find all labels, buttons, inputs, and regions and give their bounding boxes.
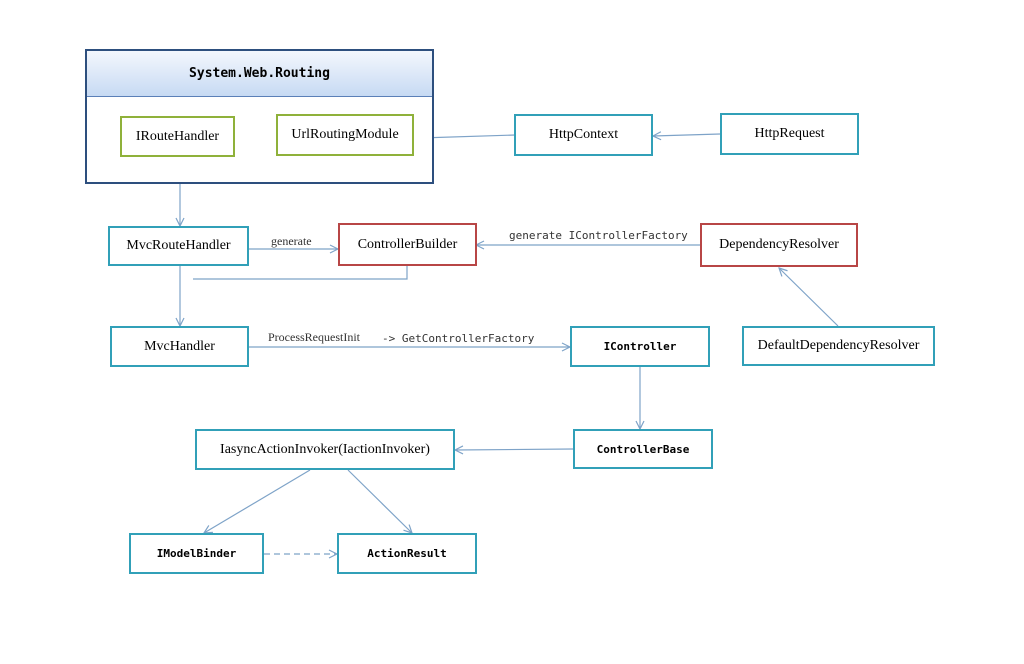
edge-invoker-to-actionresult <box>347 469 412 533</box>
edge-label-process-request-init: ProcessRequestInit <box>268 330 360 344</box>
node-controllerbuilder[interactable]: ControllerBuilder <box>338 223 477 266</box>
node-icontroller[interactable]: IController <box>570 326 710 367</box>
node-mvchandler[interactable]: MvcHandler <box>110 326 249 367</box>
node-httprequest[interactable]: HttpRequest <box>720 113 859 155</box>
edge-httprequest-to-httpcontext <box>653 134 721 136</box>
node-mvchandler-label: MvcHandler <box>144 338 215 354</box>
node-icontroller-label: IController <box>603 340 677 353</box>
edge-label-get-controller-factory: -> GetControllerFactory <box>382 332 535 345</box>
node-imodelbinder[interactable]: IModelBinder <box>129 533 264 574</box>
edge-defaultresolver-to-dependencyresolver <box>779 268 839 327</box>
node-iasyncactioninvoker-label: IasyncActionInvoker(IactionInvoker) <box>220 441 430 457</box>
node-httpcontext[interactable]: HttpContext <box>514 114 653 156</box>
node-actionresult[interactable]: ActionResult <box>337 533 477 574</box>
node-mvcroutehandler-label: MvcRouteHandler <box>126 238 231 253</box>
node-dependencyresolver[interactable]: DependencyResolver <box>700 223 858 267</box>
node-iroutehandler[interactable]: IRouteHandler <box>120 116 235 157</box>
node-imodelbinder-label: IModelBinder <box>156 547 237 560</box>
node-httprequest-label: HttpRequest <box>754 126 825 141</box>
node-actionresult-label: ActionResult <box>367 547 447 560</box>
node-defaultdependencyresolver[interactable]: DefaultDependencyResolver <box>742 326 935 366</box>
node-controllerbase-label: ControllerBase <box>596 442 690 456</box>
system-web-routing-container: System.Web.Routing <box>85 49 434 184</box>
edge-controllerbase-to-iasyncactioninvoker <box>455 449 574 450</box>
node-urlroutingmodule[interactable]: UrlRoutingModule <box>276 114 414 156</box>
edge-label-generate: generate <box>271 234 312 248</box>
edge-httpcontext-to-container <box>420 135 516 138</box>
edge-invoker-to-imodelbinder <box>204 469 311 533</box>
node-httpcontext-label: HttpContext <box>548 127 619 142</box>
node-mvcroutehandler[interactable]: MvcRouteHandler <box>108 226 249 266</box>
edge-label-generate-factory: generate IControllerFactory <box>509 229 688 242</box>
edge-controllerbuilder-back <box>193 266 408 280</box>
node-iasyncactioninvoker[interactable]: IasyncActionInvoker(IactionInvoker) <box>195 429 455 470</box>
node-dependencyresolver-label: DependencyResolver <box>719 237 839 252</box>
node-iroutehandler-label: IRouteHandler <box>135 128 220 144</box>
container-title: System.Web.Routing <box>87 51 432 97</box>
node-defaultdependencyresolver-label: DefaultDependencyResolver <box>757 338 920 353</box>
node-urlroutingmodule-label: UrlRoutingModule <box>291 127 399 142</box>
node-controllerbuilder-label: ControllerBuilder <box>357 236 458 252</box>
node-controllerbase[interactable]: ControllerBase <box>573 429 713 469</box>
